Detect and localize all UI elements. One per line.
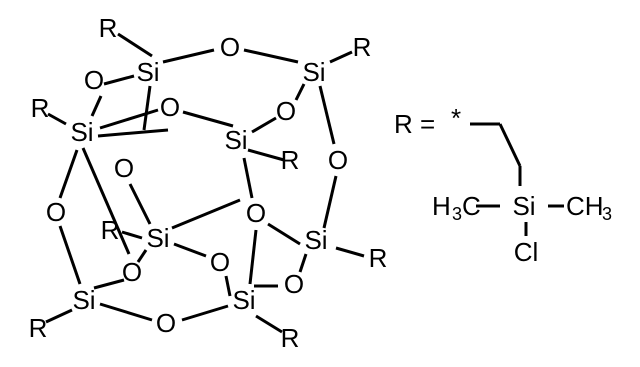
attachment-point-star: * <box>451 103 461 133</box>
bond-line <box>224 275 232 297</box>
bond-line <box>322 175 338 229</box>
bond-line <box>81 147 131 255</box>
oxygen-atom-label: O <box>210 247 230 277</box>
methyl-right-ch: CH <box>566 191 604 221</box>
bond-line <box>142 85 152 131</box>
bond-line <box>298 253 308 273</box>
bond-line <box>97 128 169 138</box>
bond-line <box>247 148 285 162</box>
methyl-left-c: C <box>462 191 481 221</box>
silicon-atom-label: Si <box>70 117 93 147</box>
methyl-right-subscript: 3 <box>602 204 612 224</box>
oxygen-atom-label: O <box>46 197 66 227</box>
silicon-atom-label: Si <box>232 285 255 315</box>
oxygen-atom-label: O <box>156 308 176 338</box>
oxygen-atom-label: O <box>114 153 134 183</box>
bond-line <box>335 246 365 258</box>
oxygen-atom-label: O <box>284 269 304 299</box>
r-group-label: R <box>101 215 120 245</box>
oxygen-atom-label: O <box>246 198 266 228</box>
bond-line <box>251 116 277 134</box>
oxygen-atom-label: O <box>276 96 296 126</box>
bond-line <box>181 304 229 322</box>
r-group-label: R <box>281 145 300 175</box>
bond-line <box>117 32 153 58</box>
bond-line <box>182 110 234 128</box>
silicon-atom-label: Si <box>146 223 169 253</box>
r-group-label: R <box>353 32 372 62</box>
methyl-left-subscript: 3 <box>452 204 462 224</box>
oxygen-atom-label: O <box>220 32 240 62</box>
bond-line <box>171 198 241 230</box>
bond-line <box>294 83 306 101</box>
bond-line <box>58 225 82 285</box>
silicon-atom-label: Si <box>304 225 327 255</box>
r-group-label: R <box>99 13 118 43</box>
bond-line <box>93 278 125 290</box>
bond-line <box>103 74 135 86</box>
r-group-label: R <box>29 313 48 343</box>
silicon-atom-label: Si <box>72 285 95 315</box>
oxygen-atom-label: O <box>84 65 104 95</box>
bond-line <box>248 229 258 285</box>
bond-line <box>242 157 254 199</box>
bond-line <box>318 85 336 145</box>
chlorine-atom-label: Cl <box>514 237 539 267</box>
bond-line <box>99 108 159 130</box>
bond-line <box>255 314 283 334</box>
bond-lines <box>45 32 564 334</box>
oxygen-atom-label: O <box>328 145 348 175</box>
bond-line <box>243 48 299 64</box>
side-chain-silicon-label: Si <box>512 191 535 221</box>
oxygen-atom-label: O <box>122 257 142 287</box>
r-definition-label: R = <box>394 109 435 139</box>
bond-line <box>162 48 215 64</box>
bond-line <box>121 230 143 240</box>
r-group-label: R <box>31 93 50 123</box>
r-group-label: R <box>369 243 388 273</box>
r-group-bond-line <box>498 123 522 167</box>
bond-line <box>267 222 301 246</box>
bond-line <box>329 50 353 64</box>
bond-line <box>99 302 153 322</box>
bond-line <box>136 249 148 263</box>
silicon-atom-label: Si <box>136 57 159 87</box>
bond-line <box>47 112 67 126</box>
bond-line <box>90 95 103 117</box>
methyl-left-h: H <box>432 191 451 221</box>
oxygen-atom-label: O <box>160 92 180 122</box>
r-group-label: R <box>281 323 300 353</box>
bond-line <box>173 242 207 258</box>
bond-line <box>45 308 73 324</box>
bond-line <box>128 183 152 225</box>
silicon-atom-label: Si <box>302 57 325 87</box>
bond-line <box>58 149 79 199</box>
silicon-atom-label: Si <box>224 125 247 155</box>
